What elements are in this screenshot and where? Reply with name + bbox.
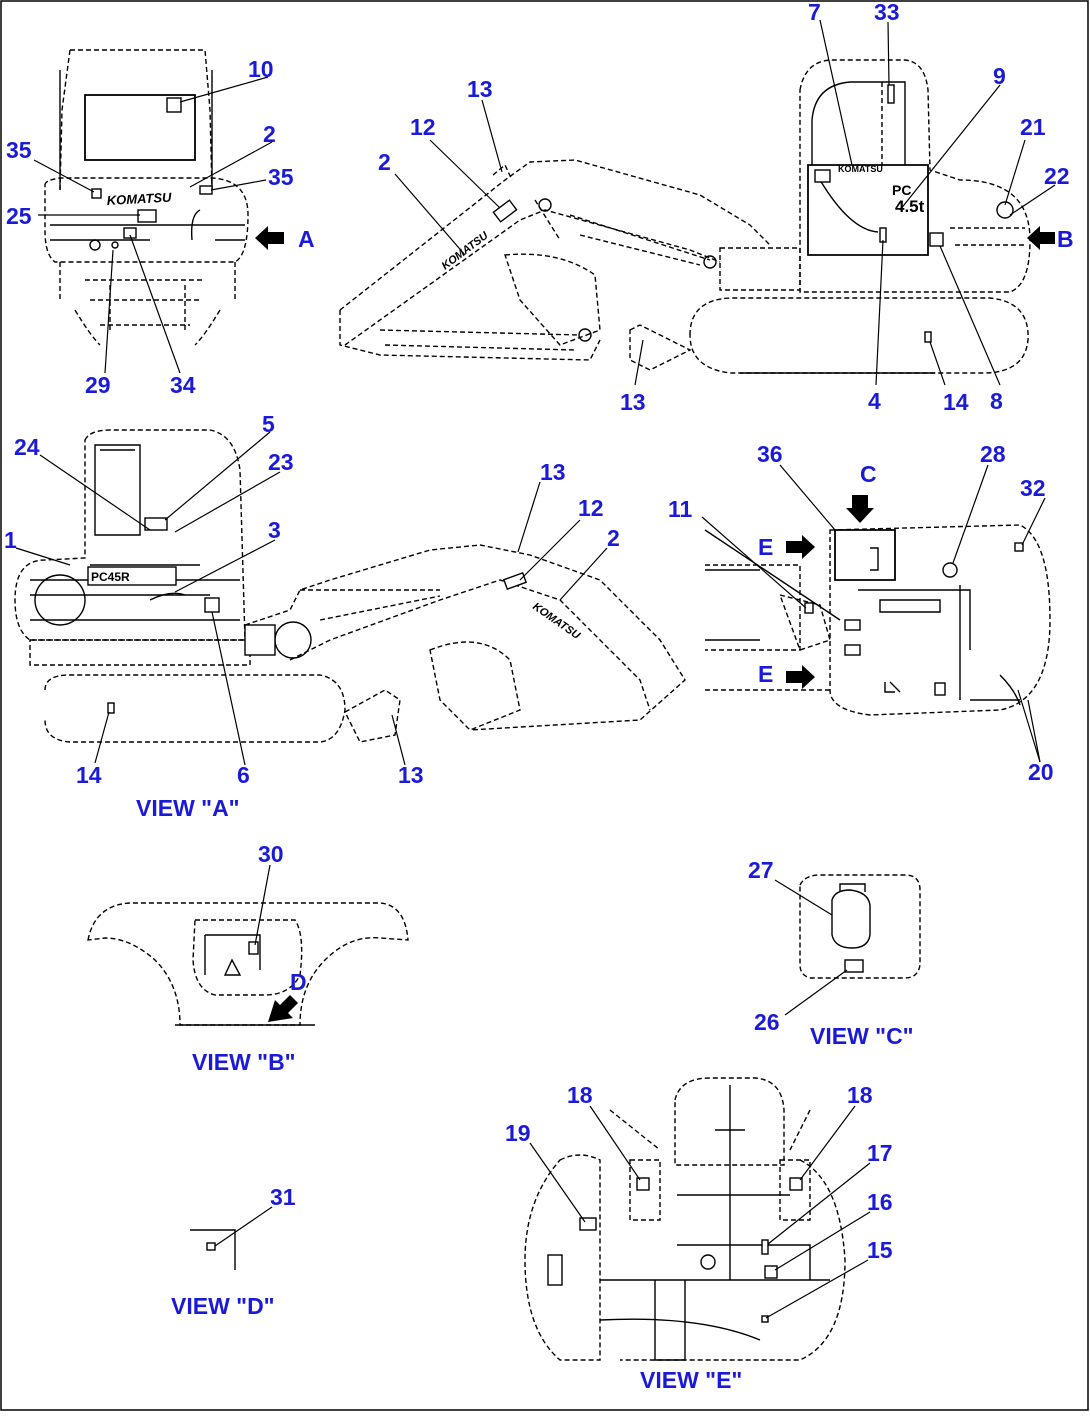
callout-27: 27 (748, 857, 774, 883)
callout-33: 33 (874, 0, 900, 25)
callout-11: 11 (668, 496, 693, 522)
view-e-drawing (524, 1077, 846, 1361)
side-capacity-decal: 4.5t (895, 197, 925, 216)
callout-15: 15 (867, 1237, 893, 1263)
arrow-e-top-icon (786, 535, 815, 559)
callout-13-side-top: 13 (467, 76, 493, 102)
arrow-b-label: B (1057, 226, 1074, 252)
callout-6: 6 (237, 762, 250, 788)
arrow-e-bottom-label: E (758, 661, 773, 687)
arrow-e-bottom-icon (786, 665, 815, 689)
callout-20: 20 (1028, 759, 1054, 785)
callout-22: 22 (1044, 163, 1070, 189)
callout-24: 24 (14, 434, 40, 460)
top-view-drawing (704, 524, 1051, 716)
callout-26: 26 (754, 1009, 780, 1035)
callout-35-right: 35 (268, 164, 294, 190)
callout-2-side: 2 (378, 149, 391, 175)
callout-12-side: 12 (410, 114, 436, 140)
callout-3: 3 (268, 517, 281, 543)
arrow-a-icon (255, 226, 284, 250)
front-brand-decal: KOMATSU (106, 190, 172, 208)
callout-18-right: 18 (847, 1082, 873, 1108)
callout-36: 36 (757, 441, 783, 467)
arrow-c-icon (846, 495, 874, 523)
callout-35-left: 35 (6, 137, 32, 163)
label-10-marker (166, 97, 182, 113)
callout-2-view-a: 2 (607, 525, 620, 551)
callout-12-view-a: 12 (578, 495, 604, 521)
callout-30: 30 (258, 841, 284, 867)
callout-14-view-a: 14 (76, 762, 102, 788)
side-view-drawing: PC 4.5t KOMATSU KOMATSU (339, 59, 1031, 374)
callout-8: 8 (990, 388, 1003, 414)
view-c-drawing (799, 874, 921, 979)
side-cab-brand-decal: KOMATSU (838, 164, 883, 174)
view-d-drawing (190, 1229, 236, 1270)
arrow-e-top-label: E (758, 534, 773, 560)
view-a-model-decal: PC45R (91, 570, 130, 584)
view-a-drawing: PC45R KOMATSU (14, 429, 686, 743)
callout-2-front: 2 (263, 121, 276, 147)
callout-25: 25 (6, 203, 32, 229)
view-b-drawing (87, 902, 409, 1026)
view-a-boom-brand-decal: KOMATSU (530, 601, 583, 643)
front-view-drawing: KOMATSU (44, 49, 249, 346)
callout-16: 16 (867, 1189, 893, 1215)
callout-5: 5 (262, 411, 275, 437)
callout-17: 17 (867, 1140, 893, 1166)
callout-14-side: 14 (943, 389, 969, 415)
callout-10: 10 (248, 56, 274, 82)
callout-32: 32 (1020, 475, 1046, 501)
view-c-title: VIEW "C" (810, 1023, 914, 1049)
callout-7: 7 (808, 0, 821, 25)
callout-9: 9 (993, 63, 1006, 89)
callout-1: 1 (4, 527, 17, 553)
view-a-title: VIEW "A" (136, 795, 240, 821)
callout-29: 29 (85, 372, 111, 398)
arrow-c-label: C (860, 461, 877, 487)
callout-18-left: 18 (567, 1082, 593, 1108)
callout-13-view-a-top: 13 (540, 459, 566, 485)
arrow-d-label: D (290, 969, 307, 995)
boom-brand-decal: KOMATSU (440, 229, 492, 272)
callout-4: 4 (868, 388, 881, 414)
callout-19: 19 (505, 1120, 531, 1146)
side-model-decal-top: PC (892, 182, 911, 198)
callout-34: 34 (170, 372, 196, 398)
arrow-d-icon (268, 995, 298, 1022)
view-b-title: VIEW "B" (192, 1049, 296, 1075)
arrow-a-label: A (298, 226, 315, 252)
callout-13-side-bottom: 13 (620, 389, 646, 415)
view-d-title: VIEW "D" (171, 1293, 275, 1319)
arrow-b-icon (1027, 226, 1055, 250)
callout-13-view-a-bottom: 13 (398, 762, 424, 788)
callout-28: 28 (980, 441, 1006, 467)
view-e-title: VIEW "E" (640, 1367, 742, 1393)
callout-23: 23 (268, 449, 294, 475)
callout-31: 31 (270, 1184, 296, 1210)
callout-21: 21 (1020, 114, 1046, 140)
